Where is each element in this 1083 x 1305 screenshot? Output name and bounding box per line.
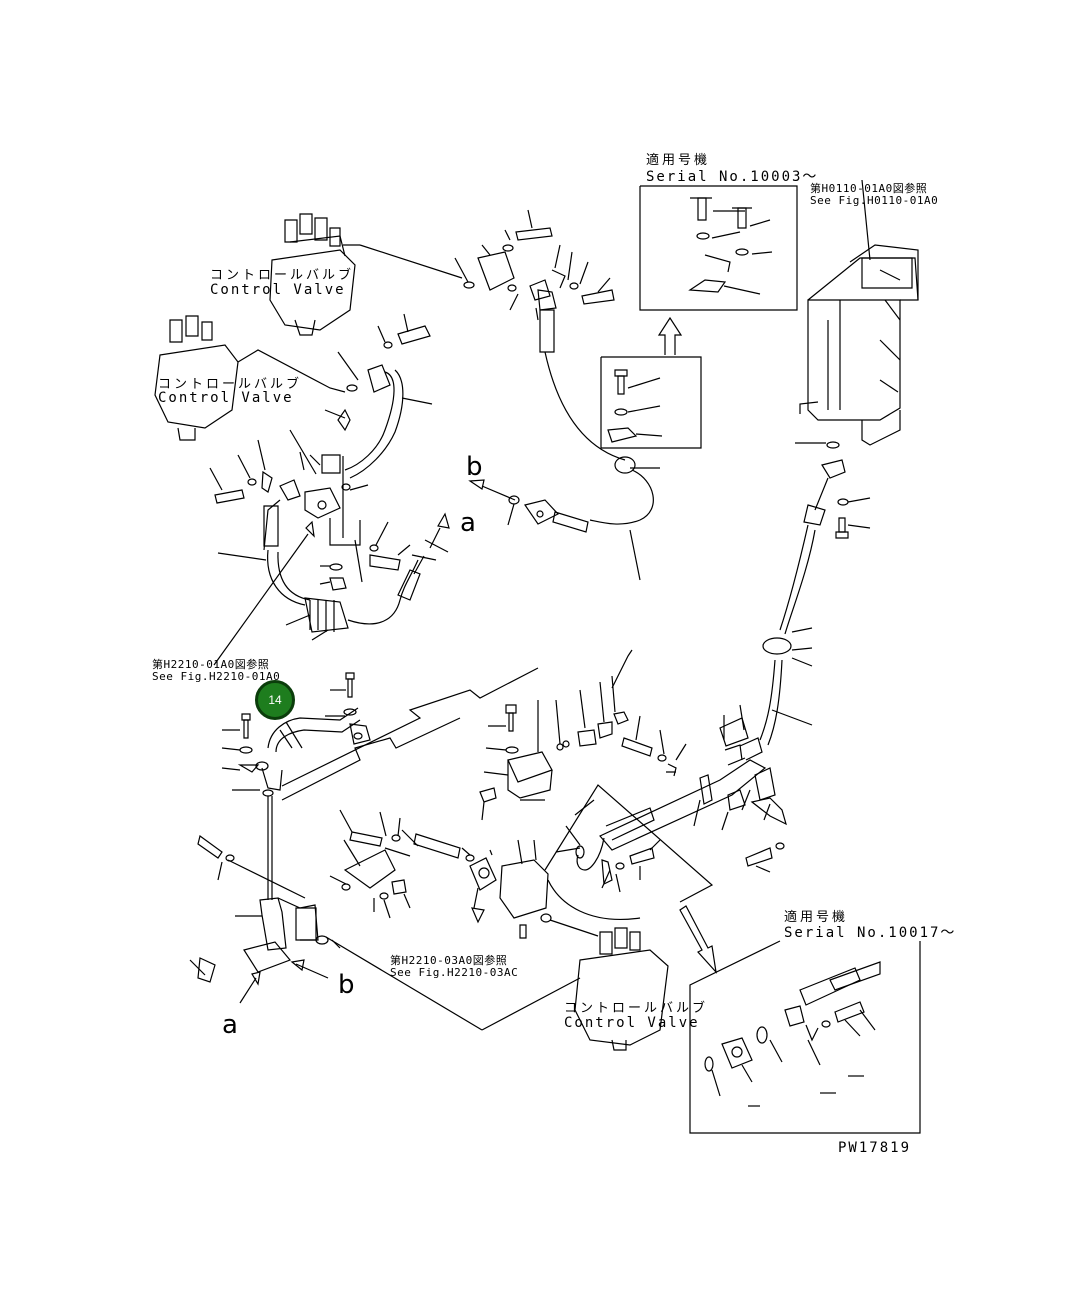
- inset-arrow: [680, 906, 716, 972]
- ref-h2210-01-jp: 第H2210-01A0図参照: [152, 658, 270, 671]
- middle-hose: [470, 480, 588, 532]
- view-label-b-lower: b: [338, 970, 355, 1000]
- control-valve-2-label-jp: コントロールバルブ: [158, 377, 303, 392]
- view-label-b-upper: b: [466, 452, 483, 482]
- serial-box-1-label-jp: 適用号機: [646, 153, 711, 168]
- tank-outlet-hose: [760, 460, 870, 745]
- top-fittings: [343, 210, 614, 320]
- control-valve-3-label-en: Control Valve: [564, 1015, 700, 1031]
- ref-h0110-en: See Fig.H0110-01A0: [810, 194, 939, 207]
- control-valve-1-label-jp: コントロールバルブ: [210, 268, 355, 283]
- ref-h2210-03-en: See Fig.H2210-03AC: [390, 966, 519, 979]
- serial-box-1-label-en: Serial No.10003～: [646, 169, 819, 185]
- view-label-a-lower: a: [222, 1010, 238, 1040]
- view-arrow-b-lower: [292, 960, 328, 978]
- central-block: [402, 830, 598, 938]
- break-line: [282, 668, 538, 800]
- ref-h2210-03-jp: 第H2210-03A0図参照: [390, 954, 508, 967]
- control-valve-1-label-en: Control Valve: [210, 282, 346, 298]
- main-hose-lower: [556, 705, 786, 892]
- serial-box-2-label-en: Serial No.10017～: [784, 925, 957, 941]
- inset-box-2: [601, 357, 701, 448]
- hydraulic-tank: [795, 180, 918, 448]
- central-block-assembly: [480, 650, 686, 820]
- control-valve-2: [155, 316, 345, 440]
- drawing-code: PW17819: [838, 1140, 912, 1156]
- central-area-outline: [545, 785, 712, 919]
- left-hose-assembly: [210, 314, 449, 665]
- upper-pilot-hose: [538, 290, 660, 580]
- view-arrow-a-lower: [240, 972, 260, 1003]
- control-valve-3: [326, 928, 668, 1050]
- serial-box-1-frame: [640, 186, 797, 310]
- serial-box-2-label-jp: 適用号機: [784, 910, 849, 925]
- lower-bracket: [330, 810, 410, 918]
- control-valve-1: [270, 214, 355, 335]
- upgrade-arrow: [659, 318, 681, 355]
- control-valve-3-label-jp: コントロールバルブ: [564, 1001, 709, 1016]
- lower-left-pipe: [190, 673, 370, 982]
- serial-box-3-frame: [690, 941, 920, 1133]
- view-label-a-upper: a: [460, 508, 476, 538]
- ref-h2210-01-en: See Fig.H2210-01A0: [152, 670, 281, 683]
- control-valve-2-label-en: Control Valve: [158, 390, 294, 406]
- ref-h0110-jp: 第H0110-01A0図参照: [810, 182, 928, 195]
- callout-badge-14[interactable]: 14: [255, 680, 295, 720]
